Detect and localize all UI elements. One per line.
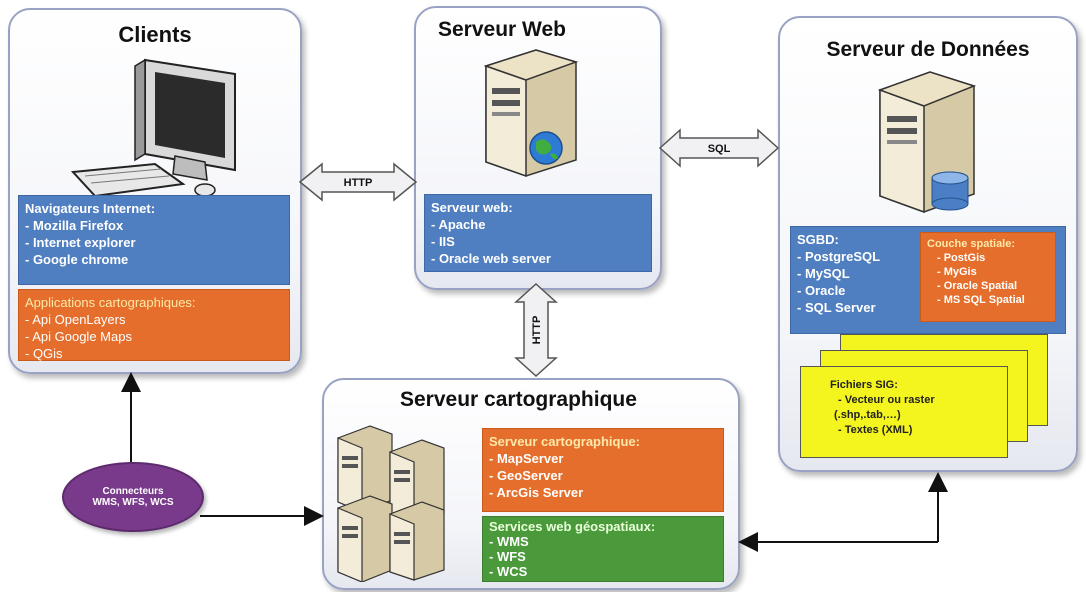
clients-title: Clients: [118, 22, 192, 47]
web-server-icon: [483, 49, 579, 178]
browsers-box: Navigateurs Internet: - Mozilla Firefox …: [18, 195, 290, 285]
map-server-box-header: Serveur cartographique:: [489, 434, 640, 449]
http-label-2: HTTP: [531, 316, 543, 345]
gis-file-note-front: [800, 366, 1008, 458]
data-server-panel: Serveur de Données SGBD: - PostgreSQL - …: [778, 16, 1078, 472]
sgbd-header: SGBD:: [797, 232, 839, 247]
http-arrow-clients-web: HTTP: [298, 162, 418, 202]
map-server-panel: Serveur cartographique Serveur cartograp…: [322, 378, 740, 590]
sql-label: SQL: [708, 143, 731, 155]
spatial-item: - MyGis: [937, 266, 977, 278]
http-arrow-web-map: HTTP: [514, 282, 558, 378]
apps-box: Applications cartographiques: - Api Open…: [18, 289, 290, 361]
connectors-line2: WMS, WFS, WCS: [92, 497, 174, 508]
geo-service-item: - WCS: [489, 564, 528, 579]
web-server-item: - Apache: [431, 217, 486, 232]
gis-files-item: - Vecteur ou raster: [838, 394, 935, 406]
spatial-layer-box: Couche spatiale: - PostGis - MyGis - Ora…: [920, 232, 1056, 322]
map-server-title: Serveur cartographique: [400, 388, 637, 411]
gis-files-item: (.shp,.tab,…): [834, 409, 901, 421]
apps-header: Applications cartographiques:: [25, 295, 196, 310]
web-server-item: - IIS: [431, 234, 455, 249]
spatial-item: - Oracle Spatial: [937, 280, 1018, 292]
arrow-map-to-data: [738, 472, 948, 552]
map-server-item: - GeoServer: [489, 468, 563, 483]
web-server-box-header: Serveur web:: [431, 200, 513, 215]
app-item: - Api Google Maps: [25, 329, 132, 344]
map-server-item: - MapServer: [489, 451, 564, 466]
web-server-box: Serveur web: - Apache - IIS - Oracle web…: [424, 194, 652, 272]
web-server-item: - Oracle web server: [431, 251, 551, 266]
sgbd-item: - PostgreSQL: [797, 249, 881, 264]
database-server-icon: [877, 71, 977, 214]
web-server-title: Serveur Web: [438, 18, 566, 41]
browsers-header: Navigateurs Internet:: [25, 201, 156, 216]
connectors-ellipse: Connecteurs WMS, WFS, WCS: [62, 462, 204, 532]
spatial-header: Couche spatiale:: [927, 238, 1016, 250]
web-server-panel: Serveur Web Serveur web: - Apache - IIS …: [414, 6, 662, 290]
map-server-box: Serveur cartographique: - MapServer - Ge…: [482, 428, 724, 512]
browser-item: - Internet explorer: [25, 235, 136, 250]
clients-panel: Clients Navigateurs Internet: - Mozilla …: [8, 8, 302, 374]
geo-services-box: Services web géospatiaux: - WMS - WFS - …: [482, 516, 724, 582]
geo-service-item: - WFS: [489, 549, 526, 564]
connectors-line1: Connecteurs: [102, 486, 164, 497]
app-item: - Api OpenLayers: [25, 312, 126, 327]
gis-files-header: Fichiers SIG:: [830, 379, 898, 391]
app-item: - QGis: [25, 346, 63, 361]
sgbd-item: - SQL Server: [797, 300, 876, 315]
map-server-item: - ArcGis Server: [489, 485, 584, 500]
server-cluster-icon: [337, 425, 445, 582]
geo-service-item: - WMS: [489, 534, 529, 549]
desktop-computer-icon: [70, 58, 236, 198]
gis-files-item: - Textes (XML): [838, 424, 913, 436]
data-server-title: Serveur de Données: [826, 38, 1030, 61]
spatial-item: - PostGis: [937, 252, 986, 264]
sgbd-item: - Oracle: [797, 283, 846, 298]
browser-item: - Google chrome: [25, 252, 129, 267]
sgbd-item: - MySQL: [797, 266, 850, 281]
sql-arrow-web-data: SQL: [658, 128, 780, 168]
http-label-1: HTTP: [344, 177, 373, 189]
spatial-item: - MS SQL Spatial: [937, 294, 1025, 306]
gis-files-text: Fichiers SIG: - Vecteur ou raster (.shp,…: [830, 378, 935, 438]
browser-item: - Mozilla Firefox: [25, 218, 124, 233]
geo-services-header: Services web géospatiaux:: [489, 519, 656, 534]
